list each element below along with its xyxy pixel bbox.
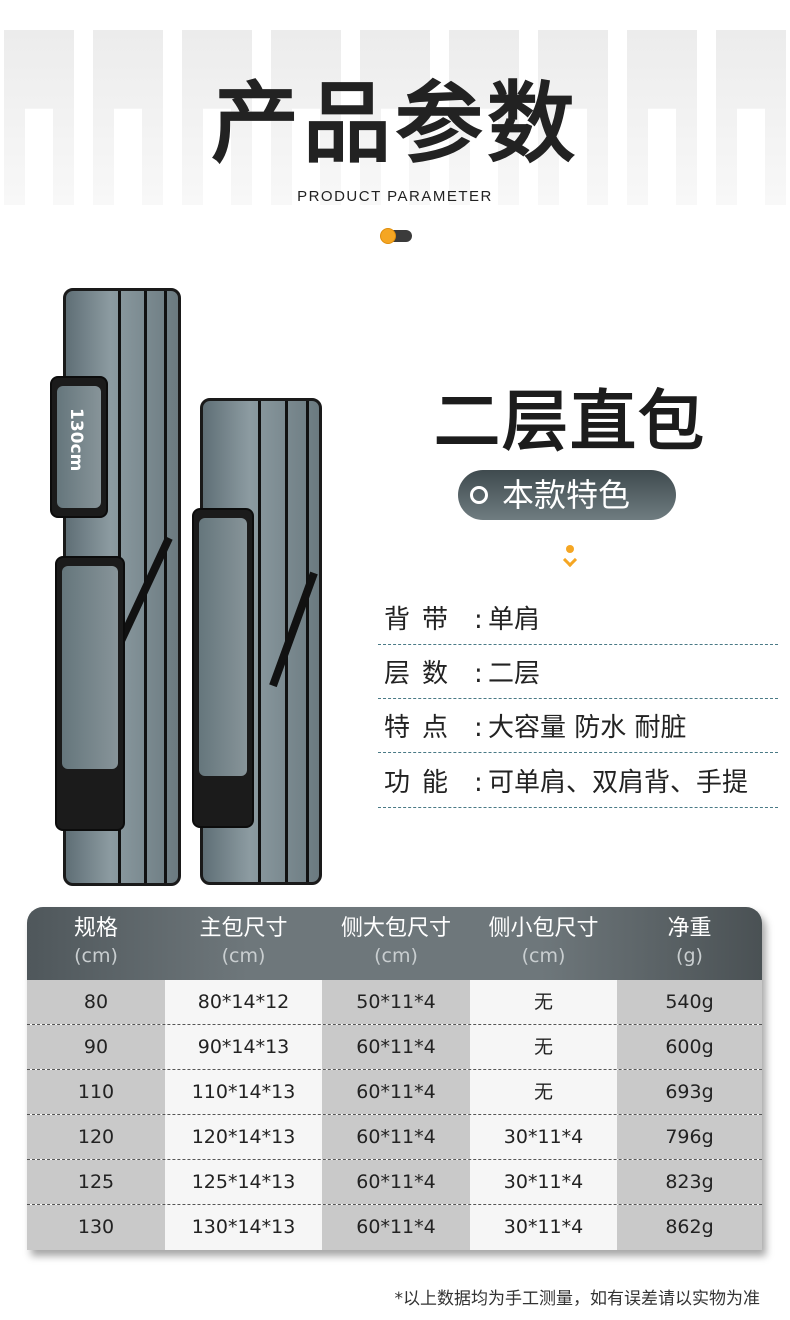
spec-key: 背带 xyxy=(384,605,461,635)
column-header: 主包尺寸 (cm) xyxy=(165,907,322,980)
table-cell: 60*11*4 xyxy=(322,1205,470,1250)
table-cell: 130*14*13 xyxy=(165,1205,322,1250)
spec-row: 背带:单肩 xyxy=(378,597,778,645)
column-header: 净重 (g) xyxy=(617,907,762,980)
column-header-unit: (cm) xyxy=(374,945,418,967)
table-cell: 90 xyxy=(27,1025,165,1069)
table-cell: 60*11*4 xyxy=(322,1070,470,1114)
table-cell: 30*11*4 xyxy=(470,1205,617,1250)
product-image-large-bag: 130cm xyxy=(45,288,190,888)
feature-badge: 本款特色 xyxy=(458,470,676,520)
spec-value: 二层 xyxy=(488,659,541,689)
table-cell: 60*11*4 xyxy=(322,1025,470,1069)
product-image-small-bag xyxy=(190,398,330,888)
column-header-unit: (g) xyxy=(676,945,703,967)
table-cell: 30*11*4 xyxy=(470,1160,617,1204)
table-cell: 125*14*13 xyxy=(165,1160,322,1204)
table-header: 规格 (cm) 主包尺寸 (cm) 侧大包尺寸 (cm) 侧小包尺寸 (cm) 净重 (g) xyxy=(27,907,762,980)
table-cell: 540g xyxy=(617,980,762,1024)
column-header-label: 主包尺寸 xyxy=(199,916,288,941)
table-cell: 862g xyxy=(617,1205,762,1250)
page-title: 产品参数 xyxy=(210,72,579,175)
table-cell: 80*14*12 xyxy=(165,980,322,1024)
background-watermark-word xyxy=(0,30,790,205)
column-header-unit: (cm) xyxy=(74,945,118,967)
product-name: 二层直包 xyxy=(434,383,706,460)
column-header-label: 规格 xyxy=(73,916,118,941)
table-cell: 无 xyxy=(470,1070,617,1114)
table-cell: 823g xyxy=(617,1160,762,1204)
table-cell: 796g xyxy=(617,1115,762,1159)
footnote: *以上数据均为手工测量，如有误差请以实物为准 xyxy=(394,1289,761,1309)
table-cell: 130 xyxy=(27,1205,165,1250)
spec-row: 特点:大容量 防水 耐脏 xyxy=(378,705,778,753)
column-header: 规格 (cm) xyxy=(27,907,165,980)
chevron-down-icon xyxy=(562,545,578,575)
table-cell: 无 xyxy=(470,1025,617,1069)
spec-key: 特点 xyxy=(384,713,461,743)
table-cell: 60*11*4 xyxy=(322,1115,470,1159)
column-header: 侧小包尺寸 (cm) xyxy=(470,907,617,980)
toggle-dot-icon xyxy=(380,228,412,244)
spec-key: 功能 xyxy=(384,768,461,798)
column-header-label: 净重 xyxy=(667,916,712,941)
table-cell: 80 xyxy=(27,980,165,1024)
column-header: 侧大包尺寸 (cm) xyxy=(322,907,470,980)
spec-key: 层数 xyxy=(384,659,461,689)
table-cell: 125 xyxy=(27,1160,165,1204)
table-cell: 50*11*4 xyxy=(322,980,470,1024)
table-cell: 693g xyxy=(617,1070,762,1114)
bag-size-label: 130cm xyxy=(66,408,86,472)
table-cell: 60*11*4 xyxy=(322,1160,470,1204)
table-cell: 600g xyxy=(617,1025,762,1069)
spec-row: 层数:二层 xyxy=(378,651,778,699)
circle-icon xyxy=(470,486,488,504)
feature-badge-label: 本款特色 xyxy=(502,476,631,514)
column-header-label: 侧大包尺寸 xyxy=(340,916,451,941)
column-header-unit: (cm) xyxy=(521,945,566,967)
spec-value: 可单肩、双肩背、手提 xyxy=(488,768,749,798)
spec-value: 单肩 xyxy=(488,605,541,635)
table-cell: 90*14*13 xyxy=(165,1025,322,1069)
table-cell: 无 xyxy=(470,980,617,1024)
table-cell: 110 xyxy=(27,1070,165,1114)
column-header-label: 侧小包尺寸 xyxy=(488,916,599,941)
table-cell: 120*14*13 xyxy=(165,1115,322,1159)
column-header-unit: (cm) xyxy=(221,945,266,967)
table-cell: 120 xyxy=(27,1115,165,1159)
spec-row: 功能:可单肩、双肩背、手提 xyxy=(378,760,778,808)
table-cell: 30*11*4 xyxy=(470,1115,617,1159)
table-cell: 110*14*13 xyxy=(165,1070,322,1114)
spec-value: 大容量 防水 耐脏 xyxy=(488,713,687,743)
page-subtitle: PRODUCT PARAMETER xyxy=(297,188,493,205)
